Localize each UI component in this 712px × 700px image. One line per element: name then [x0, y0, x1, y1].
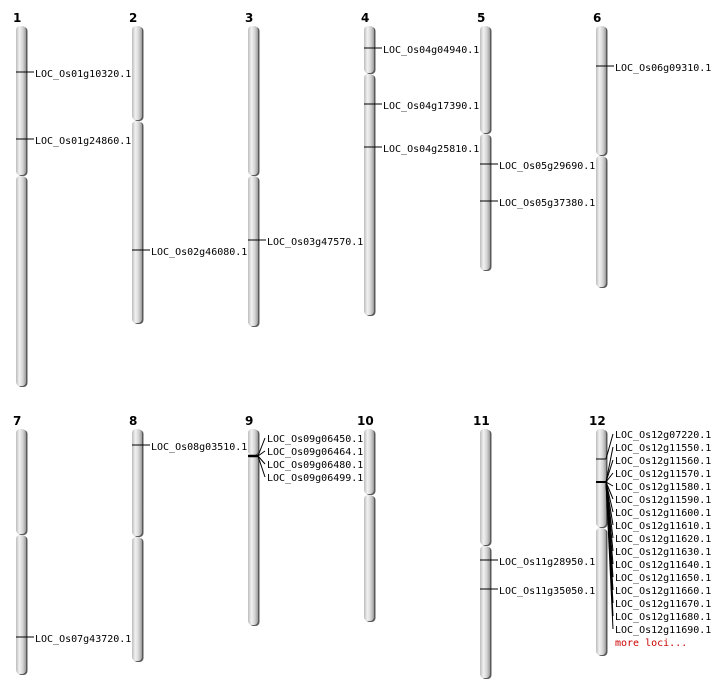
- locus-connector: [605, 481, 614, 487]
- chromosome-3-number: 3: [245, 11, 253, 25]
- locus-connector: [257, 437, 266, 457]
- chromosome-12[interactable]: 12LOC_Os12g07220.1LOC_Os12g11550.1LOC_Os…: [589, 414, 711, 656]
- locus-connector: [257, 455, 266, 478]
- locus-label[interactable]: LOC_Os12g11620.1: [615, 534, 711, 545]
- locus-connector: [605, 446, 614, 483]
- chromosome-4-number: 4: [361, 11, 369, 25]
- chromosome-5-number: 5: [477, 11, 485, 25]
- chromosome-9[interactable]: 9LOC_Os09g06450.1LOC_Os09g06464.1LOC_Os0…: [245, 414, 363, 626]
- chromosome-1-long-arm: [16, 176, 26, 386]
- locus-label[interactable]: LOC_Os06g09310.1: [615, 63, 711, 74]
- locus-label[interactable]: LOC_Os12g11590.1: [615, 495, 711, 506]
- chromosome-7-long-arm: [16, 535, 26, 674]
- chromosome-2-short-arm: [132, 26, 142, 120]
- chromosome-6-number: 6: [593, 11, 601, 25]
- chromosome-3-long-arm: [248, 176, 258, 326]
- more-loci-link[interactable]: more loci...: [615, 638, 687, 649]
- chromosome-4[interactable]: 4LOC_Os04g04940.1LOC_Os04g17390.1LOC_Os0…: [361, 11, 479, 316]
- chromosome-11-number: 11: [473, 414, 490, 428]
- chromosome-10[interactable]: 10: [357, 414, 376, 622]
- locus-label[interactable]: LOC_Os04g04940.1: [383, 45, 479, 56]
- chromosome-3-short-arm: [248, 26, 258, 175]
- locus-connector: [605, 459, 614, 483]
- locus-label[interactable]: LOC_Os11g35050.1: [499, 586, 595, 597]
- chromosome-6-short-arm: [596, 26, 606, 155]
- locus-label[interactable]: LOC_Os12g11640.1: [615, 560, 711, 571]
- locus-connector: [257, 455, 266, 465]
- chromosome-10-long-arm: [364, 495, 374, 621]
- chromosome-9-number: 9: [245, 414, 253, 428]
- locus-label[interactable]: LOC_Os12g11670.1: [615, 599, 711, 610]
- locus-label[interactable]: LOC_Os12g11690.1: [615, 625, 711, 636]
- locus-label[interactable]: LOC_Os05g37380.1: [499, 198, 595, 209]
- locus-label[interactable]: LOC_Os09g06499.1: [267, 473, 363, 484]
- locus-label[interactable]: LOC_Os12g11600.1: [615, 508, 711, 519]
- locus-label[interactable]: LOC_Os05g29690.1: [499, 161, 595, 172]
- chromosome-2-number: 2: [129, 11, 137, 25]
- locus-label[interactable]: LOC_Os12g11580.1: [615, 482, 711, 493]
- locus-label[interactable]: LOC_Os08g03510.1: [151, 442, 247, 453]
- chromosome-9-long-arm: [248, 456, 258, 625]
- chromosome-5-short-arm: [480, 26, 490, 133]
- chromosome-1-number: 1: [13, 11, 21, 25]
- chromosome-7-short-arm: [16, 429, 26, 534]
- locus-label[interactable]: LOC_Os12g11680.1: [615, 612, 711, 623]
- locus-label[interactable]: LOC_Os03g47570.1: [267, 237, 363, 248]
- chromosome-1-short-arm: [16, 26, 26, 175]
- chromosome-12-long-arm: [596, 528, 606, 655]
- chromosome-12-short-arm: [596, 429, 606, 527]
- locus-connector: [605, 472, 614, 483]
- chromosome-7-number: 7: [13, 414, 21, 428]
- chromosome-6-long-arm: [596, 156, 606, 287]
- chromosome-8-long-arm: [132, 537, 142, 661]
- chromosome-4-long-arm: [364, 74, 374, 315]
- locus-label[interactable]: LOC_Os01g10320.1: [35, 69, 131, 80]
- chromosome-2-long-arm: [132, 121, 142, 323]
- locus-label[interactable]: LOC_Os12g11630.1: [615, 547, 711, 558]
- locus-label[interactable]: LOC_Os07g43720.1: [35, 634, 131, 645]
- locus-label[interactable]: LOC_Os01g24860.1: [35, 136, 131, 147]
- locus-label[interactable]: LOC_Os02g46080.1: [151, 247, 247, 258]
- locus-label[interactable]: LOC_Os12g11610.1: [615, 521, 711, 532]
- locus-label[interactable]: LOC_Os12g11550.1: [615, 443, 711, 454]
- locus-label[interactable]: LOC_Os12g11660.1: [615, 586, 711, 597]
- locus-connector: [605, 481, 614, 630]
- chromosome-10-number: 10: [357, 414, 374, 428]
- locus-label[interactable]: LOC_Os12g11570.1: [615, 469, 711, 480]
- chromosome-10-short-arm: [364, 429, 374, 494]
- locus-connector: [257, 450, 266, 457]
- locus-label[interactable]: LOC_Os12g11560.1: [615, 456, 711, 467]
- locus-label[interactable]: LOC_Os11g28950.1: [499, 557, 595, 568]
- chromosome-8-short-arm: [132, 429, 142, 536]
- locus-label[interactable]: LOC_Os09g06480.1: [267, 460, 363, 471]
- locus-connector: [605, 433, 614, 460]
- chromosome-8-number: 8: [129, 414, 137, 428]
- chromosome-11-long-arm: [480, 546, 490, 678]
- chromosome-5-long-arm: [480, 134, 490, 270]
- chromosome-12-number: 12: [589, 414, 606, 428]
- chromosome-11-short-arm: [480, 429, 490, 545]
- locus-label[interactable]: LOC_Os12g11650.1: [615, 573, 711, 584]
- locus-label[interactable]: LOC_Os04g25810.1: [383, 144, 479, 155]
- locus-label[interactable]: LOC_Os12g07220.1: [615, 430, 711, 441]
- locus-label[interactable]: LOC_Os09g06450.1: [267, 434, 363, 445]
- chromosome-4-short-arm: [364, 26, 374, 73]
- locus-label[interactable]: LOC_Os09g06464.1: [267, 447, 363, 458]
- chromosome-9-short-arm: [248, 429, 258, 455]
- locus-label[interactable]: LOC_Os04g17390.1: [383, 101, 479, 112]
